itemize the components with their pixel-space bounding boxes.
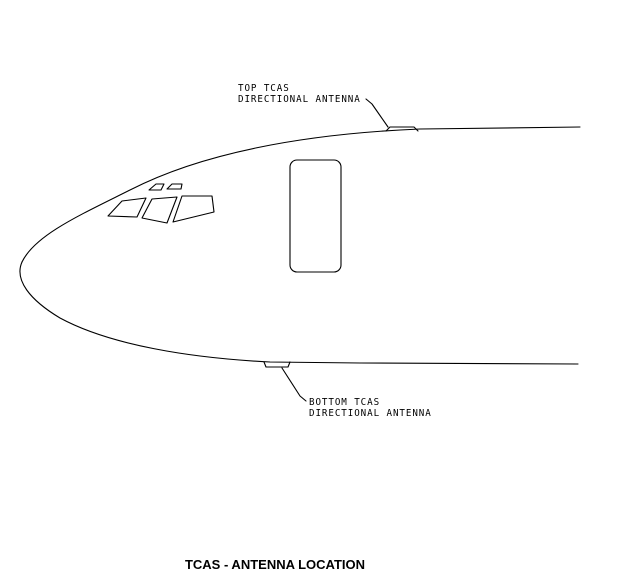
- eyebrow-window-right: [166, 183, 183, 190]
- eyebrow-window-left: [148, 183, 165, 191]
- cockpit-window-right: [172, 195, 215, 223]
- forward-entry-door: [289, 159, 342, 273]
- cockpit-window-left: [107, 197, 147, 218]
- bottom-callout-line2: DIRECTIONAL ANTENNA: [309, 408, 432, 419]
- top-tcas-antenna: [385, 126, 419, 132]
- top-antenna-leader-line: [365, 98, 389, 128]
- cockpit-window-center: [141, 196, 178, 224]
- bottom-callout-line1: BOTTOM TCAS: [309, 397, 381, 408]
- top-tcas-callout: TOP TCAS DIRECTIONAL ANTENNA: [238, 83, 361, 105]
- top-callout-line1: TOP TCAS: [238, 83, 290, 94]
- figure-title: TCAS - ANTENNA LOCATION: [184, 557, 366, 572]
- bottom-tcas-callout: BOTTOM TCAS DIRECTIONAL ANTENNA: [309, 397, 432, 419]
- top-callout-line2: DIRECTIONAL ANTENNA: [238, 94, 361, 105]
- fuselage-top-outline: [21, 126, 581, 263]
- bottom-antenna-leader-line: [281, 367, 307, 402]
- bottom-tcas-antenna: [263, 361, 291, 368]
- fuselage-bottom-outline: [19, 261, 579, 365]
